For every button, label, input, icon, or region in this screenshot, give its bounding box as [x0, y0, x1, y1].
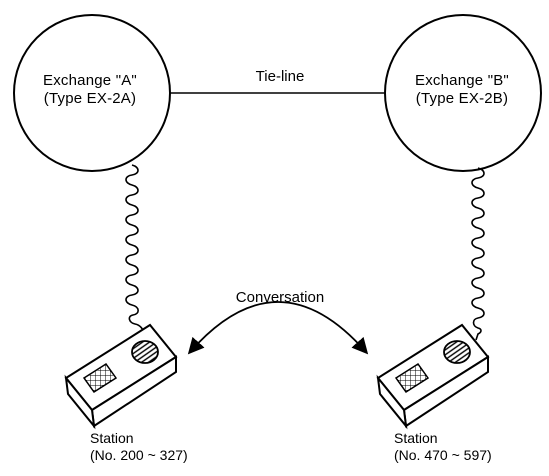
station-a-phone-icon — [64, 323, 178, 430]
conversation-arc-arrow — [187, 301, 369, 355]
exchange-b-name: Exchange "B" — [415, 72, 509, 89]
station-b-range: (No. 470 ~ 597) — [394, 447, 492, 463]
exchange-a-type: (Type EX-2A) — [43, 90, 137, 107]
station-b-phone-icon — [376, 323, 490, 430]
exchange-a-name: Exchange "A" — [43, 72, 137, 89]
station-b-title: Station — [394, 430, 438, 446]
tie-line-label: Tie-line — [255, 68, 305, 85]
coiled-cord-b — [471, 167, 485, 341]
exchange-b-type: (Type EX-2B) — [415, 90, 509, 107]
coiled-cord-a — [125, 164, 152, 347]
conversation-label: Conversation — [235, 289, 325, 306]
station-a-range: (No. 200 ~ 327) — [90, 447, 188, 463]
station-a-title: Station — [90, 430, 134, 446]
